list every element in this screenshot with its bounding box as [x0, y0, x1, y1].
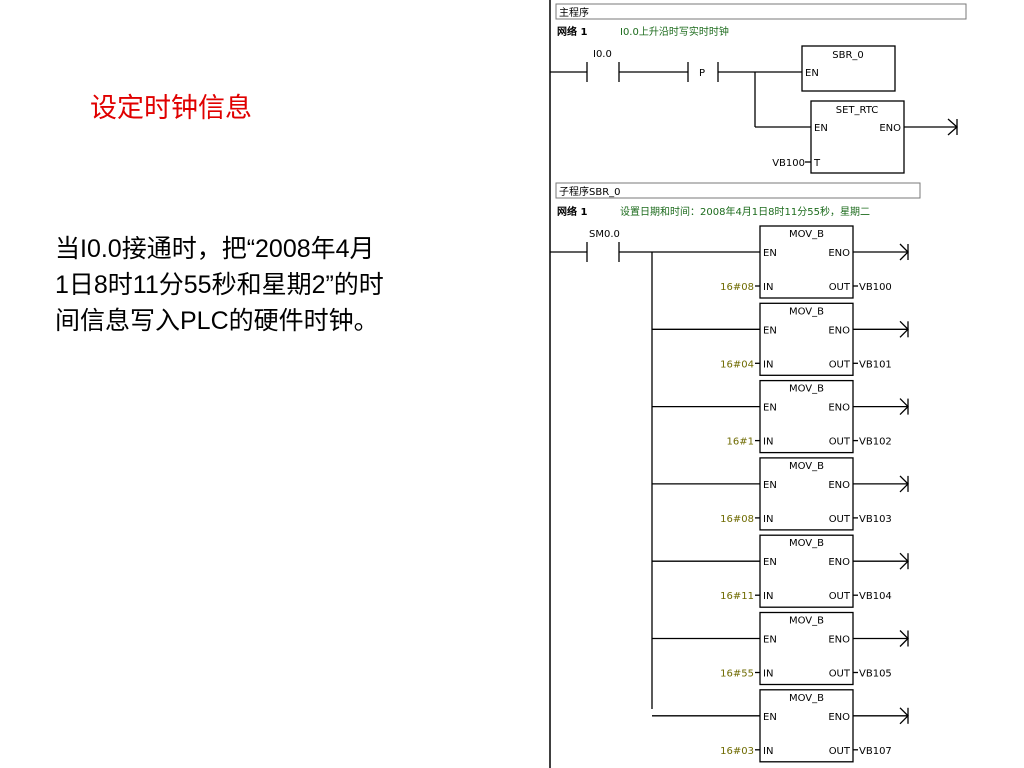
- main-network-comment: I0.0上升沿时写实时时钟: [620, 25, 729, 38]
- body-line-1: 当I0.0接通时，把“2008年4月: [55, 235, 375, 263]
- mov-out-pin: OUT: [829, 359, 851, 370]
- mov-in-operand: 16#04: [720, 359, 754, 370]
- mov-b-box[interactable]: [759, 302, 854, 376]
- mov-b-box[interactable]: [759, 457, 854, 531]
- mov-eno-pin: ENO: [828, 325, 850, 336]
- body-line-2: 1日8时11分55秒和星期2”的时: [55, 271, 384, 299]
- mov-out-operand: VB102: [859, 437, 892, 448]
- edge-detect-label: P: [699, 68, 705, 79]
- mov-out-pin: OUT: [829, 514, 851, 525]
- mov-b-box[interactable]: [759, 611, 854, 686]
- mov-in-operand: 16#03: [720, 746, 754, 757]
- mov-in-pin: IN: [763, 746, 773, 757]
- mov-in-pin: IN: [763, 514, 773, 525]
- mov-eno-pin: ENO: [828, 712, 850, 723]
- sbr0-en-pin: EN: [805, 68, 819, 79]
- mov-out-pin: OUT: [829, 591, 851, 602]
- mov-out-pin: OUT: [829, 282, 851, 293]
- mov-en-pin: EN: [763, 325, 777, 336]
- mov-out-operand: VB107: [859, 746, 892, 757]
- mov-b-box[interactable]: [759, 225, 854, 299]
- main-network-label: 网络 1: [557, 25, 587, 38]
- sub-network-label: 网络 1: [557, 205, 587, 218]
- mov-b-box-name: MOV_B: [789, 461, 824, 472]
- mov-eno-pin: ENO: [828, 248, 850, 259]
- mov-in-pin: IN: [763, 359, 773, 370]
- main-program-header: 主程序: [559, 6, 589, 19]
- slide-body: 当I0.0接通时，把“2008年4月 1日8时11分55秒和星期2”的时 间信息…: [55, 231, 525, 339]
- mov-b-box-name: MOV_B: [789, 384, 824, 395]
- mov-b-box[interactable]: [759, 689, 854, 763]
- mov-eno-pin: ENO: [828, 635, 850, 646]
- mov-eno-pin: ENO: [828, 480, 850, 491]
- mov-eno-pin: ENO: [828, 557, 850, 568]
- set-rtc-box-name: SET_RTC: [836, 105, 879, 116]
- main-program-header-bar[interactable]: [555, 3, 967, 20]
- set-rtc-box[interactable]: [810, 100, 905, 174]
- sbr0-box[interactable]: [801, 45, 896, 92]
- set-rtc-eno-pin: ENO: [879, 123, 901, 134]
- mov-en-pin: EN: [763, 712, 777, 723]
- mov-b-box-name: MOV_B: [789, 229, 824, 240]
- mov-in-operand: 16#55: [720, 669, 754, 680]
- mov-out-operand: VB101: [859, 359, 892, 370]
- mov-out-pin: OUT: [829, 669, 851, 680]
- mov-in-pin: IN: [763, 437, 773, 448]
- set-rtc-t-pin: T: [813, 158, 821, 169]
- mov-out-operand: VB103: [859, 514, 892, 525]
- contact-sm00-label: SM0.0: [589, 229, 620, 240]
- mov-in-operand: 16#08: [720, 514, 754, 525]
- mov-eno-pin: ENO: [828, 403, 850, 414]
- mov-in-pin: IN: [763, 591, 773, 602]
- mov-b-box[interactable]: [759, 534, 854, 608]
- sbr0-box-name: SBR_0: [832, 50, 864, 61]
- sub-network-comment: 设置日期和时间：2008年4月1日8时11分55秒，星期二: [620, 205, 870, 218]
- mov-en-pin: EN: [763, 480, 777, 491]
- mov-out-operand: VB105: [859, 669, 892, 680]
- mov-b-box[interactable]: [759, 379, 854, 454]
- contact-i00-label: I0.0: [593, 49, 612, 60]
- set-rtc-t-operand: VB100: [772, 158, 805, 169]
- mov-b-box-name: MOV_B: [789, 306, 824, 317]
- mov-in-operand: 16#1: [727, 437, 754, 448]
- subroutine-header-bar[interactable]: [555, 182, 921, 199]
- mov-en-pin: EN: [763, 403, 777, 414]
- set-rtc-en-pin: EN: [814, 123, 828, 134]
- mov-out-pin: OUT: [829, 746, 851, 757]
- mov-b-box-name: MOV_B: [789, 693, 824, 704]
- mov-in-pin: IN: [763, 669, 773, 680]
- body-line-3: 间信息写入PLC的硬件时钟。: [55, 307, 379, 335]
- mov-en-pin: EN: [763, 557, 777, 568]
- mov-b-box-name: MOV_B: [789, 538, 824, 549]
- mov-en-pin: EN: [763, 635, 777, 646]
- mov-in-pin: IN: [763, 282, 773, 293]
- mov-in-operand: 16#11: [720, 591, 754, 602]
- slide-title: 设定时钟信息: [90, 93, 252, 124]
- mov-out-operand: VB104: [859, 591, 892, 602]
- mov-out-operand: VB100: [859, 282, 892, 293]
- mov-out-pin: OUT: [829, 437, 851, 448]
- subroutine-header: 子程序SBR_0: [559, 185, 621, 198]
- mov-en-pin: EN: [763, 248, 777, 259]
- mov-in-operand: 16#08: [720, 282, 754, 293]
- mov-b-box-name: MOV_B: [789, 616, 824, 627]
